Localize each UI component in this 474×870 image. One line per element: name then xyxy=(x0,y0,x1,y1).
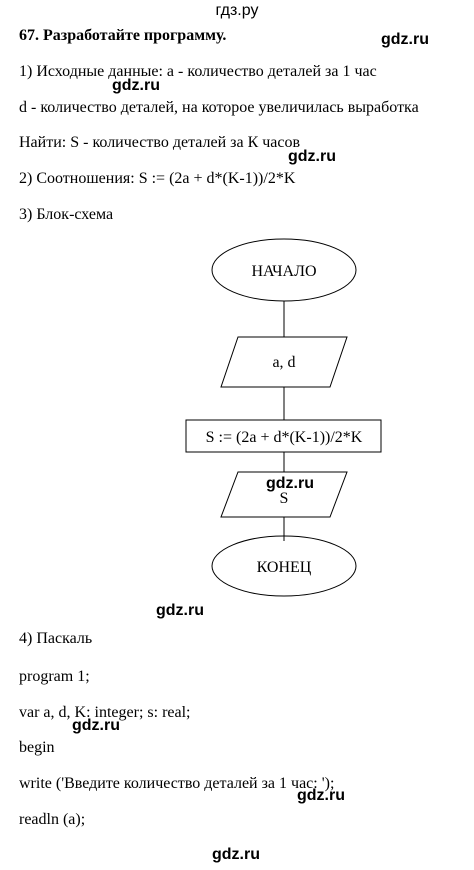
watermark-4: gdz.ru xyxy=(266,475,314,492)
watermark-7: gdz.ru xyxy=(297,787,345,804)
input-label: a, d xyxy=(272,354,295,371)
watermark-1: gdz.ru xyxy=(381,31,429,48)
code-line-2: var a, d, K: integer; s: real; xyxy=(19,704,191,721)
pascal-heading: 4) Паскаль xyxy=(19,630,93,647)
input-data-line: 1) Исходные данные: a - количество детал… xyxy=(19,63,377,80)
code-line-1: program 1; xyxy=(19,668,90,685)
task-title: 67. Разработайте программу. xyxy=(19,27,227,44)
output-label: S xyxy=(280,490,289,507)
watermark-6: gdz.ru xyxy=(72,717,120,734)
d-description-line: d - количество деталей, на которое увели… xyxy=(19,99,419,116)
watermark-3: gdz.ru xyxy=(288,148,336,165)
site-header: гдз.ру xyxy=(215,2,259,19)
code-line-5: readln (a); xyxy=(19,811,86,828)
watermark-8: gdz.ru xyxy=(212,846,260,863)
start-terminator xyxy=(211,238,357,302)
process-label: S := (2a + d*(K-1))/2*K xyxy=(206,429,363,446)
code-line-3: begin xyxy=(19,739,55,756)
relations-line: 2) Соотношения: S := (2a + d*(K-1))/2*K xyxy=(19,170,296,187)
input-parallelogram xyxy=(220,336,348,388)
watermark-5: gdz.ru xyxy=(156,602,204,619)
end-label: КОНЕЦ xyxy=(257,559,312,576)
end-terminator xyxy=(211,535,357,597)
start-label: НАЧАЛО xyxy=(251,263,316,280)
process-box xyxy=(185,419,382,453)
flowchart-heading: 3) Блок-схема xyxy=(19,206,114,223)
find-line: Найти: S - количество деталей за К часов xyxy=(19,134,301,151)
code-line-4: write ('Введите количество деталей за 1 … xyxy=(19,775,335,792)
watermark-2: gdz.ru xyxy=(112,77,160,94)
output-parallelogram xyxy=(220,471,348,518)
